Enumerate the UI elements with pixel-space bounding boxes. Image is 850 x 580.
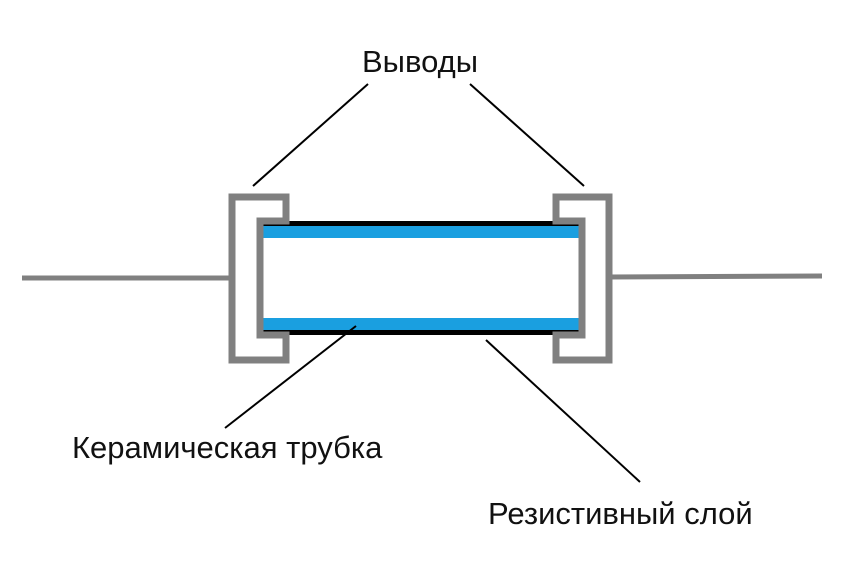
leads-label: Выводы (362, 44, 478, 79)
resistive-layer-bottom (260, 318, 582, 330)
tube-interior (260, 230, 582, 320)
right-wire-lead (607, 273, 823, 280)
left-end-cap (228, 193, 290, 364)
resistive-layer-label: Резистивный слой (488, 496, 753, 531)
ceramic-tube (260, 221, 582, 335)
resistive-layer-pointer (485, 339, 641, 483)
leads-pointer-right (469, 83, 585, 187)
resistive-layer-top (260, 226, 582, 238)
tube-outline-bottom (260, 330, 582, 335)
ceramic-tube-label: Керамическая трубка (72, 430, 383, 465)
right-end-cap (552, 193, 613, 364)
ceramic-tube-pointer (224, 325, 357, 429)
tube-outline-top (260, 221, 582, 226)
leads-pointer-left (252, 83, 369, 187)
